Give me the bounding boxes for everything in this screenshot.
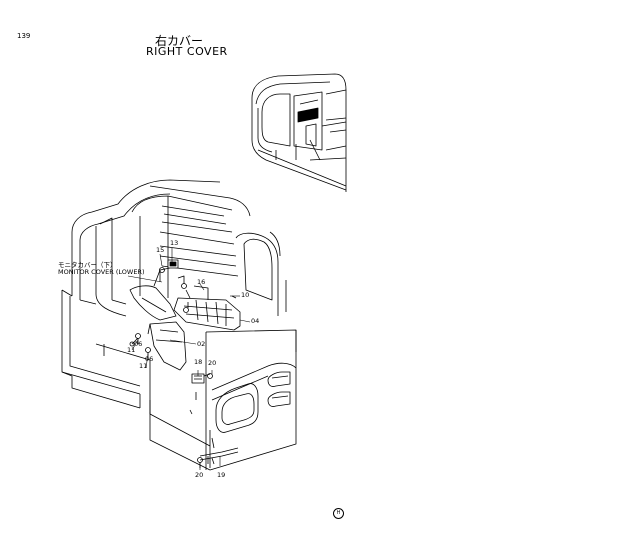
latch-and-rod-parts [191, 373, 239, 468]
monitor-cover-callout-jp: モニタカバー（下） [58, 261, 117, 269]
part-label-04: 04 [251, 317, 260, 325]
part-label-19: 19 [217, 471, 226, 479]
part-label-06-a: 06 [134, 340, 143, 348]
title-japanese: 右カバー [155, 34, 204, 48]
part-label-15: 15 [156, 246, 165, 254]
part-label-16: 16 [197, 278, 206, 286]
part-label-20-a: 20 [208, 359, 217, 367]
part-label-11-b: 11 [139, 362, 148, 370]
part-label-20-b: 20 [195, 471, 204, 479]
title-english: RIGHT COVER [146, 45, 228, 58]
part-label-06-b: 06 [145, 355, 154, 363]
part-label-11-a: 11 [127, 346, 136, 354]
side-cover-panel [129, 321, 187, 371]
monitor-cover-callout: モニタカバー（下） MONITOR COVER (LOWER) [58, 261, 145, 277]
part-label-02: 02 [197, 340, 206, 348]
monitor-cover-lower [129, 259, 241, 331]
leader-lines [127, 248, 251, 470]
part-label-13: 13 [170, 239, 179, 247]
part-label-18: 18 [194, 358, 203, 366]
maker-logo-mark: H [333, 508, 344, 519]
monitor-cover-callout-en: MONITOR COVER (LOWER) [58, 268, 145, 277]
overview-cab-illustration [251, 73, 347, 192]
part-label-10: 10 [241, 291, 250, 299]
page-number: 139 [17, 32, 31, 40]
cab-frame [61, 179, 297, 471]
